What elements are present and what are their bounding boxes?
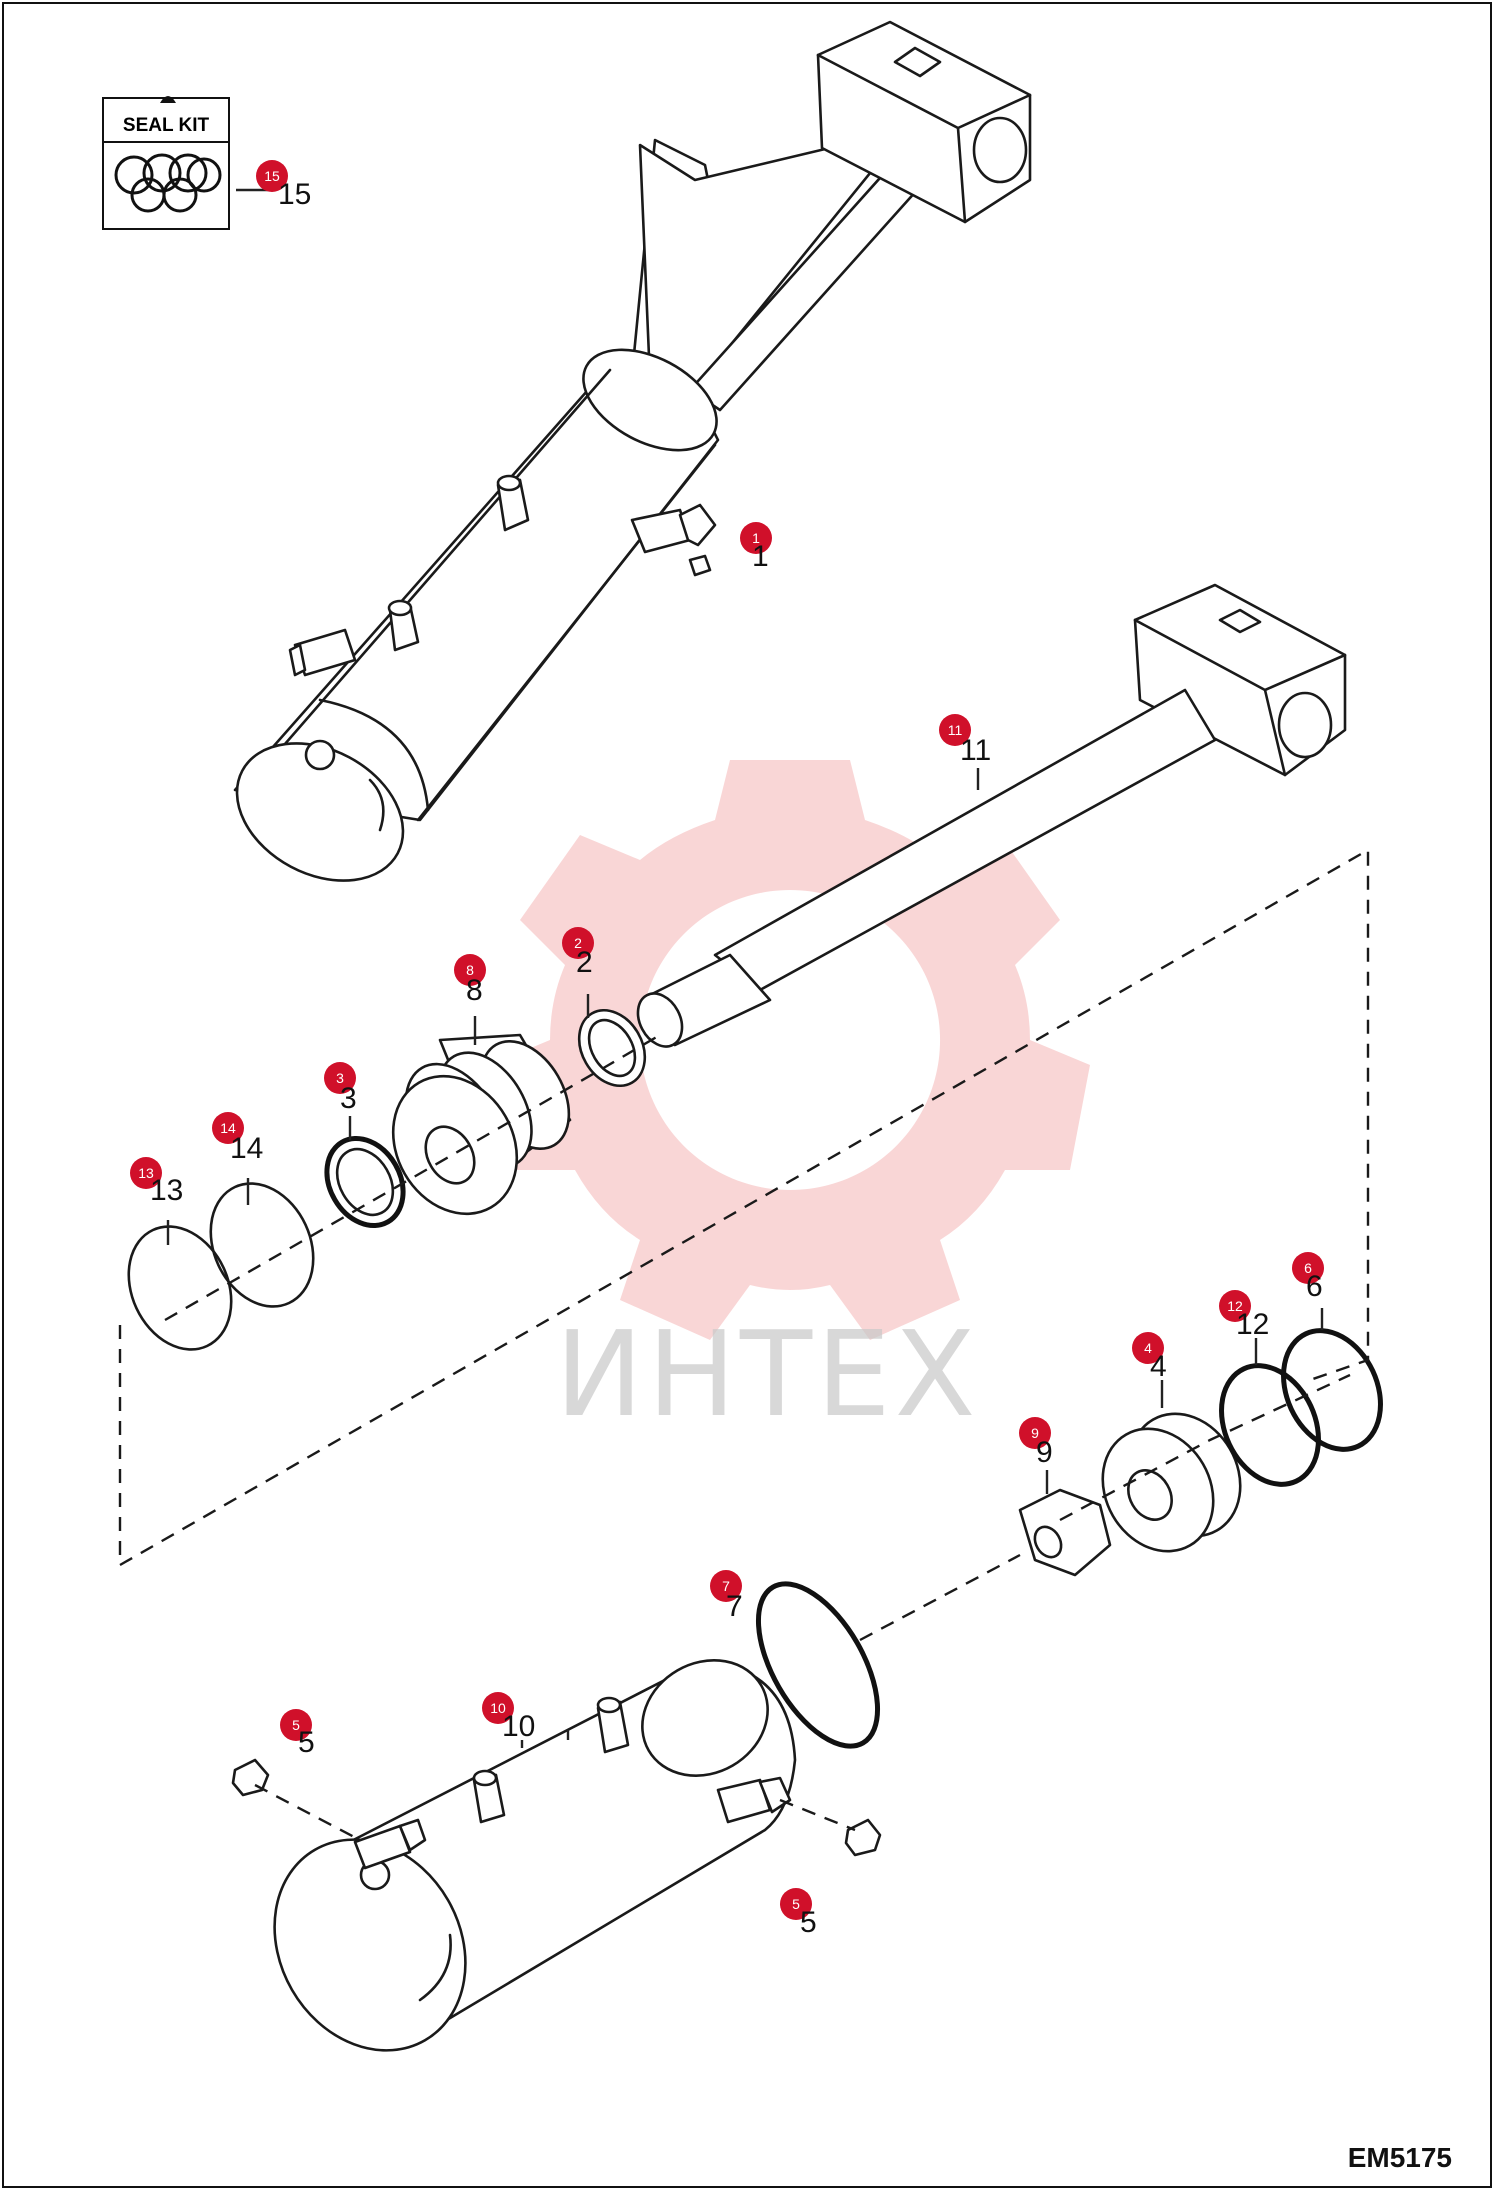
callout-badge: 6 [1304,1260,1312,1276]
o-ring-13 [127,1225,233,1351]
callout-4: 4 4 [1132,1332,1167,1383]
watermark-text: ИНТЕХ [555,1305,979,1443]
seal-kit-label: SEAL KIT [104,99,228,143]
callout-number: 13 [150,1174,183,1207]
callout-leaders [166,188,1324,1748]
callout-number: 6 [1306,1270,1323,1303]
callout-3: 3 3 [324,1062,357,1115]
rod-seal-3 [324,1135,406,1229]
callout-number: 15 [278,178,311,211]
seal-kit-box: SEAL KIT [102,96,230,230]
callout-badge: 4 [1144,1340,1152,1356]
callout-number: 5 [298,1726,315,1759]
callout-number: 4 [1150,1350,1167,1383]
callout-badge: 8 [466,962,474,978]
diagram-code: EM5175 [1347,2142,1452,2173]
assembled-cylinder [233,20,1032,882]
callout-number: 3 [340,1082,357,1115]
piston-rod [636,583,1347,1048]
assembly-guide-lines [118,847,1370,1842]
callout-badge: 13 [138,1165,154,1181]
callout-10: 10 10 [482,1692,535,1743]
seal-rings-icon [114,153,222,213]
callout-badge: 2 [574,935,582,951]
barrel [273,1659,797,2052]
callout-badge: 11 [948,722,963,738]
callout-15: 15 15 [256,160,311,211]
callout-2: 2 2 [562,927,594,979]
backup-ring-14 [209,1182,315,1308]
callout-5-top: 5 5 [280,1709,315,1759]
callout-number: 7 [726,1590,743,1623]
callout-badge: 5 [292,1717,300,1733]
callout-11: 11 11 [939,714,991,767]
callout-13: 13 13 [130,1157,183,1207]
callout-1: 1 1 [740,522,772,573]
seal-kit-tab-icon [160,96,176,103]
callout-7: 7 7 [710,1570,743,1623]
bleed-screw-bottom [844,1818,882,1857]
callout-badge: 5 [792,1896,800,1912]
callout-badge: 14 [220,1120,236,1136]
callout-12: 12 12 [1219,1290,1269,1341]
callout-14: 14 14 [212,1112,263,1165]
gland [391,1033,572,1216]
callout-badge: 12 [1227,1298,1243,1314]
callout-number: 8 [466,974,483,1007]
callout-badge: 3 [336,1070,344,1086]
callout-number: 11 [960,734,991,767]
lock-nut [1018,1488,1112,1577]
callout-badge: 9 [1031,1425,1039,1441]
callout-number: 2 [576,946,593,979]
callout-6: 6 6 [1292,1252,1324,1303]
barrel-o-ring [755,1581,881,1749]
callout-number: 1 [752,540,769,573]
callout-number: 9 [1036,1436,1053,1469]
wiper-seal-2 [577,1008,647,1088]
callout-number: 10 [502,1710,535,1743]
piston-seal-12 [1219,1363,1321,1487]
callout-8: 8 8 [454,954,486,1007]
piston-ring-6 [1281,1328,1383,1452]
callout-number: 5 [800,1906,817,1939]
piston [1101,1412,1242,1553]
callout-9: 9 9 [1019,1417,1053,1469]
callout-number: 14 [230,1132,263,1165]
callout-badge: 1 [752,530,760,546]
callout-number: 12 [1236,1308,1269,1341]
callout-badge: 7 [722,1578,730,1594]
callout-5-bottom: 5 5 [780,1888,817,1939]
callout-badge: 15 [264,168,280,184]
callout-badge: 10 [490,1700,506,1716]
